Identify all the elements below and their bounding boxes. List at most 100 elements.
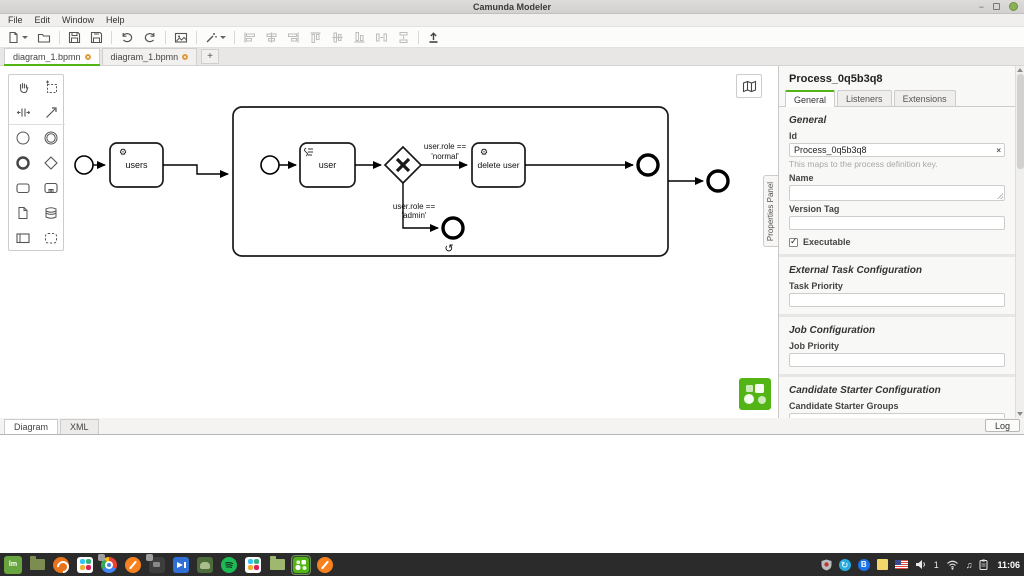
align-top-button[interactable] [308,30,323,45]
orange-app-launcher[interactable] [52,556,70,574]
global-connect-tool[interactable] [37,100,65,125]
spotify-launcher[interactable] [220,556,238,574]
slack-window[interactable] [244,556,262,574]
version-tag-input[interactable] [789,216,1005,230]
xml-view-tab[interactable]: XML [60,419,99,434]
space-tool[interactable] [9,100,37,125]
menu-window[interactable]: Window [62,15,95,25]
video-app-launcher[interactable] [172,556,190,574]
bpmn-canvas[interactable]: ⚙ users ↺ [0,66,778,418]
hand-tool[interactable] [9,75,37,100]
id-input[interactable]: Process_0q5b3q8 × [789,143,1005,157]
distribute-vertical-button[interactable] [396,30,411,45]
scroll-down-icon[interactable] [1017,412,1023,416]
properties-panel-toggle[interactable]: Properties Panel [763,175,778,247]
create-end-event[interactable] [9,150,37,175]
end-event[interactable] [706,169,730,193]
create-participant[interactable] [9,225,37,250]
fix-problems-button[interactable] [204,30,227,45]
clock[interactable]: 11:06 [997,559,1020,570]
save-button[interactable] [67,30,82,45]
clear-icon[interactable]: × [996,145,1001,155]
save-icon [68,31,81,43]
rustdesk-window[interactable] [316,556,334,574]
files-launcher[interactable] [268,556,286,574]
align-right-button[interactable] [286,30,301,45]
start-event[interactable] [74,155,94,175]
save-as-button[interactable] [89,30,104,45]
bpmnio-logo[interactable] [739,378,771,410]
lasso-tool[interactable] [37,75,65,100]
job-priority-input[interactable] [789,353,1005,367]
create-intermediate-event[interactable] [37,125,65,150]
security-shield-icon[interactable] [821,559,832,571]
candidate-groups-input[interactable] [789,413,1005,418]
script-task-user[interactable]: user [299,142,356,188]
log-button[interactable]: Log [984,419,1020,432]
executable-checkbox[interactable] [789,236,798,247]
new-tab-button[interactable]: + [201,49,220,64]
new-diagram-button[interactable] [6,30,29,45]
terminal-launcher[interactable] [28,556,46,574]
sync-tray-icon[interactable]: ↻ [838,558,851,571]
close-button[interactable] [1009,2,1018,11]
create-data-object[interactable] [9,200,37,225]
redo-button[interactable] [142,30,158,45]
chrome-launcher[interactable] [98,553,118,574]
maximize-button[interactable] [993,3,1000,10]
undo-button[interactable] [119,30,135,45]
keyboard-layout-flag[interactable] [894,560,908,569]
screenshot-app[interactable] [146,553,166,574]
bluetooth-icon[interactable]: B [857,558,870,571]
align-middle-button[interactable] [330,30,345,45]
export-image-button[interactable] [173,30,189,45]
subprocess-end-event[interactable] [636,153,660,177]
menu-help[interactable]: Help [106,15,125,25]
menu-file[interactable]: File [8,15,23,25]
tab-general[interactable]: General [785,90,836,107]
green-app-launcher[interactable] [196,556,214,574]
name-input[interactable] [789,185,1005,201]
create-subprocess[interactable] [37,175,65,200]
deploy-button[interactable] [426,30,441,45]
subprocess-start-event[interactable] [260,155,280,175]
sticky-notes-icon[interactable] [876,559,888,570]
service-task-users[interactable]: ⚙ users [109,142,164,188]
mint-menu-button[interactable]: lm [4,555,22,574]
tab-diagram-1[interactable]: diagram_1.bpmn [4,48,100,66]
create-gateway[interactable] [37,150,65,175]
tab-listeners[interactable]: Listeners [837,90,892,106]
create-data-store[interactable] [37,200,65,225]
open-file-button[interactable] [36,30,52,45]
sequence-flow-admin[interactable] [402,183,439,232]
tab-extensions[interactable]: Extensions [893,90,956,106]
distribute-horizontal-button[interactable] [374,30,389,45]
wifi-icon[interactable] [946,560,959,570]
camunda-modeler-taskbar[interactable] [291,554,311,575]
minimize-button[interactable]: − [978,1,984,12]
volume-icon[interactable] [915,559,927,570]
admin-end-event[interactable] [441,216,465,240]
service-task-delete-user[interactable]: ⚙ delete user [471,142,526,188]
clipboard-icon[interactable] [979,559,988,570]
create-start-event[interactable] [9,125,37,150]
titlebar[interactable]: Camunda Modeler − [0,0,1024,14]
task-priority-input[interactable] [789,293,1005,307]
diagram-view-tab[interactable]: Diagram [4,419,59,434]
music-player-icon[interactable]: ♫ [965,559,973,570]
align-left-button[interactable] [242,30,257,45]
minimap-toggle-button[interactable] [736,74,762,98]
align-bottom-button[interactable] [352,30,367,45]
align-center-button[interactable] [264,30,279,45]
scrollbar-thumb[interactable] [1016,74,1024,169]
tab-diagram-2[interactable]: diagram_1.bpmn [101,48,198,65]
create-group[interactable] [37,225,65,250]
menu-edit[interactable]: Edit [34,15,51,25]
rustdesk-launcher[interactable] [124,556,142,574]
sequence-flow[interactable] [163,164,229,178]
create-task[interactable] [9,175,37,200]
start-event-icon [16,131,30,144]
slack-launcher[interactable] [76,556,94,574]
properties-scrollbar[interactable] [1015,66,1024,418]
scroll-up-icon[interactable] [1017,68,1023,72]
